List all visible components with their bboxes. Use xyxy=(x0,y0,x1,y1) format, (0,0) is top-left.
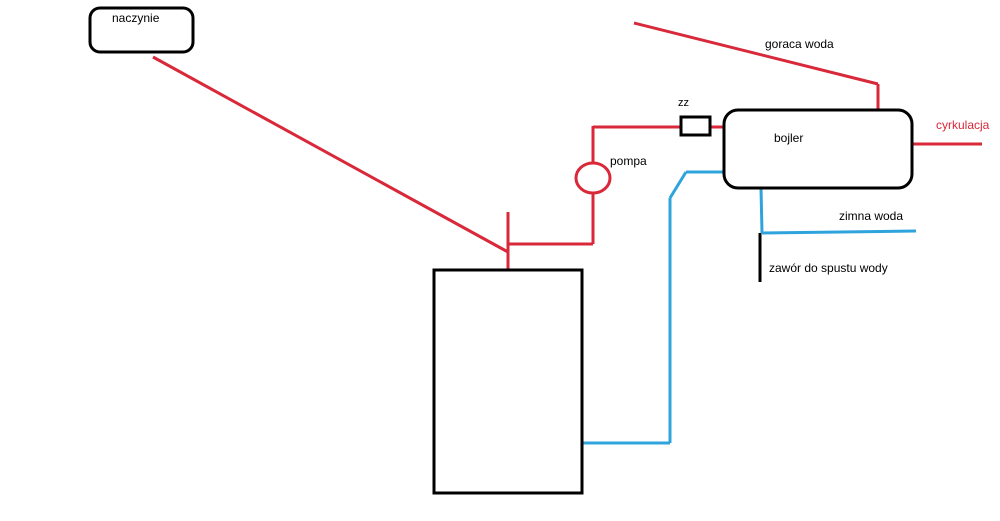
pump-symbol xyxy=(574,161,612,195)
vessel-to-furnace-pipe xyxy=(152,55,509,254)
pump-label: pompa xyxy=(610,154,647,168)
check-valve-label: zz xyxy=(678,97,689,109)
check-valve-symbol xyxy=(679,115,712,137)
cold-water-drop-pipe xyxy=(759,187,764,234)
cold-water-inlet-pipe xyxy=(761,229,917,235)
return-diagonal-pipe xyxy=(668,171,688,199)
vessel-label: naczynie xyxy=(112,11,160,25)
boiler-label: bojler xyxy=(774,131,804,145)
vessel-box xyxy=(88,6,195,54)
boiler-tank xyxy=(722,108,914,190)
circulation-label: cyrkulacja xyxy=(936,118,990,132)
drain-valve-label: zawór do spustu wody xyxy=(769,261,888,275)
furnace-box xyxy=(432,268,584,495)
cold-water-label: zimna woda xyxy=(839,209,904,223)
hot-water-outlet-pipe xyxy=(633,21,879,86)
hot-water-label: goraca woda xyxy=(765,37,834,51)
